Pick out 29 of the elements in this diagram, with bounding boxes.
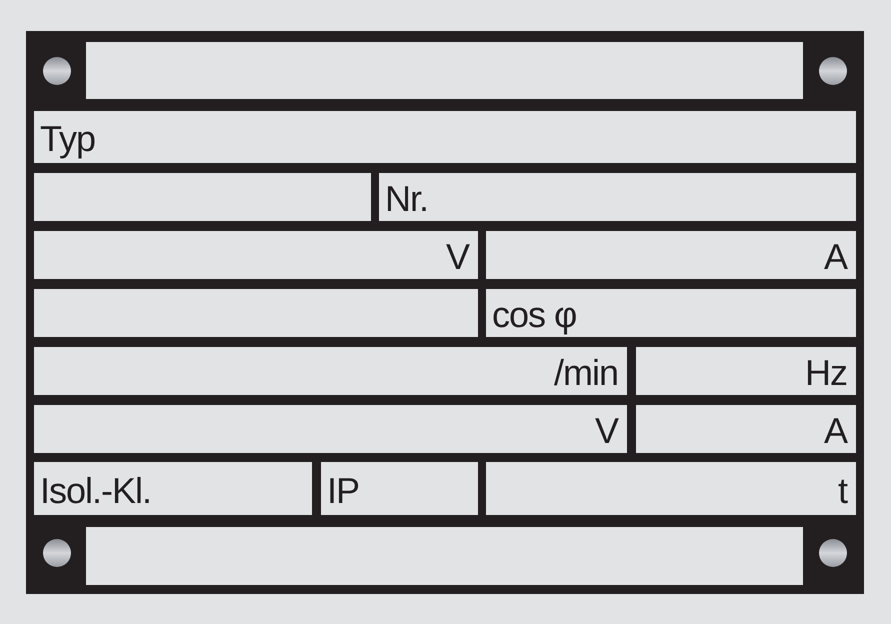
- blank-field: [34, 173, 371, 221]
- label-field: [636, 405, 856, 453]
- field-label: /min: [554, 355, 618, 391]
- field-label: Typ: [40, 121, 96, 157]
- nameplate: [26, 31, 864, 594]
- label-field: [34, 347, 627, 395]
- blank-field: [86, 42, 803, 99]
- field-label: A: [824, 239, 847, 275]
- field-label: V: [594, 413, 618, 449]
- label-field: [321, 462, 478, 515]
- field-label: V: [446, 239, 469, 275]
- label-field: [636, 347, 856, 395]
- label-field: [34, 405, 627, 453]
- label-field: [34, 111, 856, 163]
- field-label: Isol.-Kl.: [40, 472, 152, 508]
- field-label: cos φ: [492, 297, 576, 333]
- label-field: [486, 462, 856, 515]
- label-field: [486, 289, 856, 337]
- label-field: [34, 231, 478, 279]
- field-label: Hz: [805, 355, 847, 391]
- field-label: Nr.: [385, 181, 428, 217]
- label-field: [486, 231, 856, 279]
- blank-field: [34, 289, 478, 337]
- field-label: t: [838, 472, 847, 508]
- field-label: A: [824, 413, 847, 449]
- label-field: [34, 462, 312, 515]
- field-label: IP: [327, 472, 360, 508]
- label-field: [379, 173, 856, 221]
- blank-field: [86, 527, 803, 585]
